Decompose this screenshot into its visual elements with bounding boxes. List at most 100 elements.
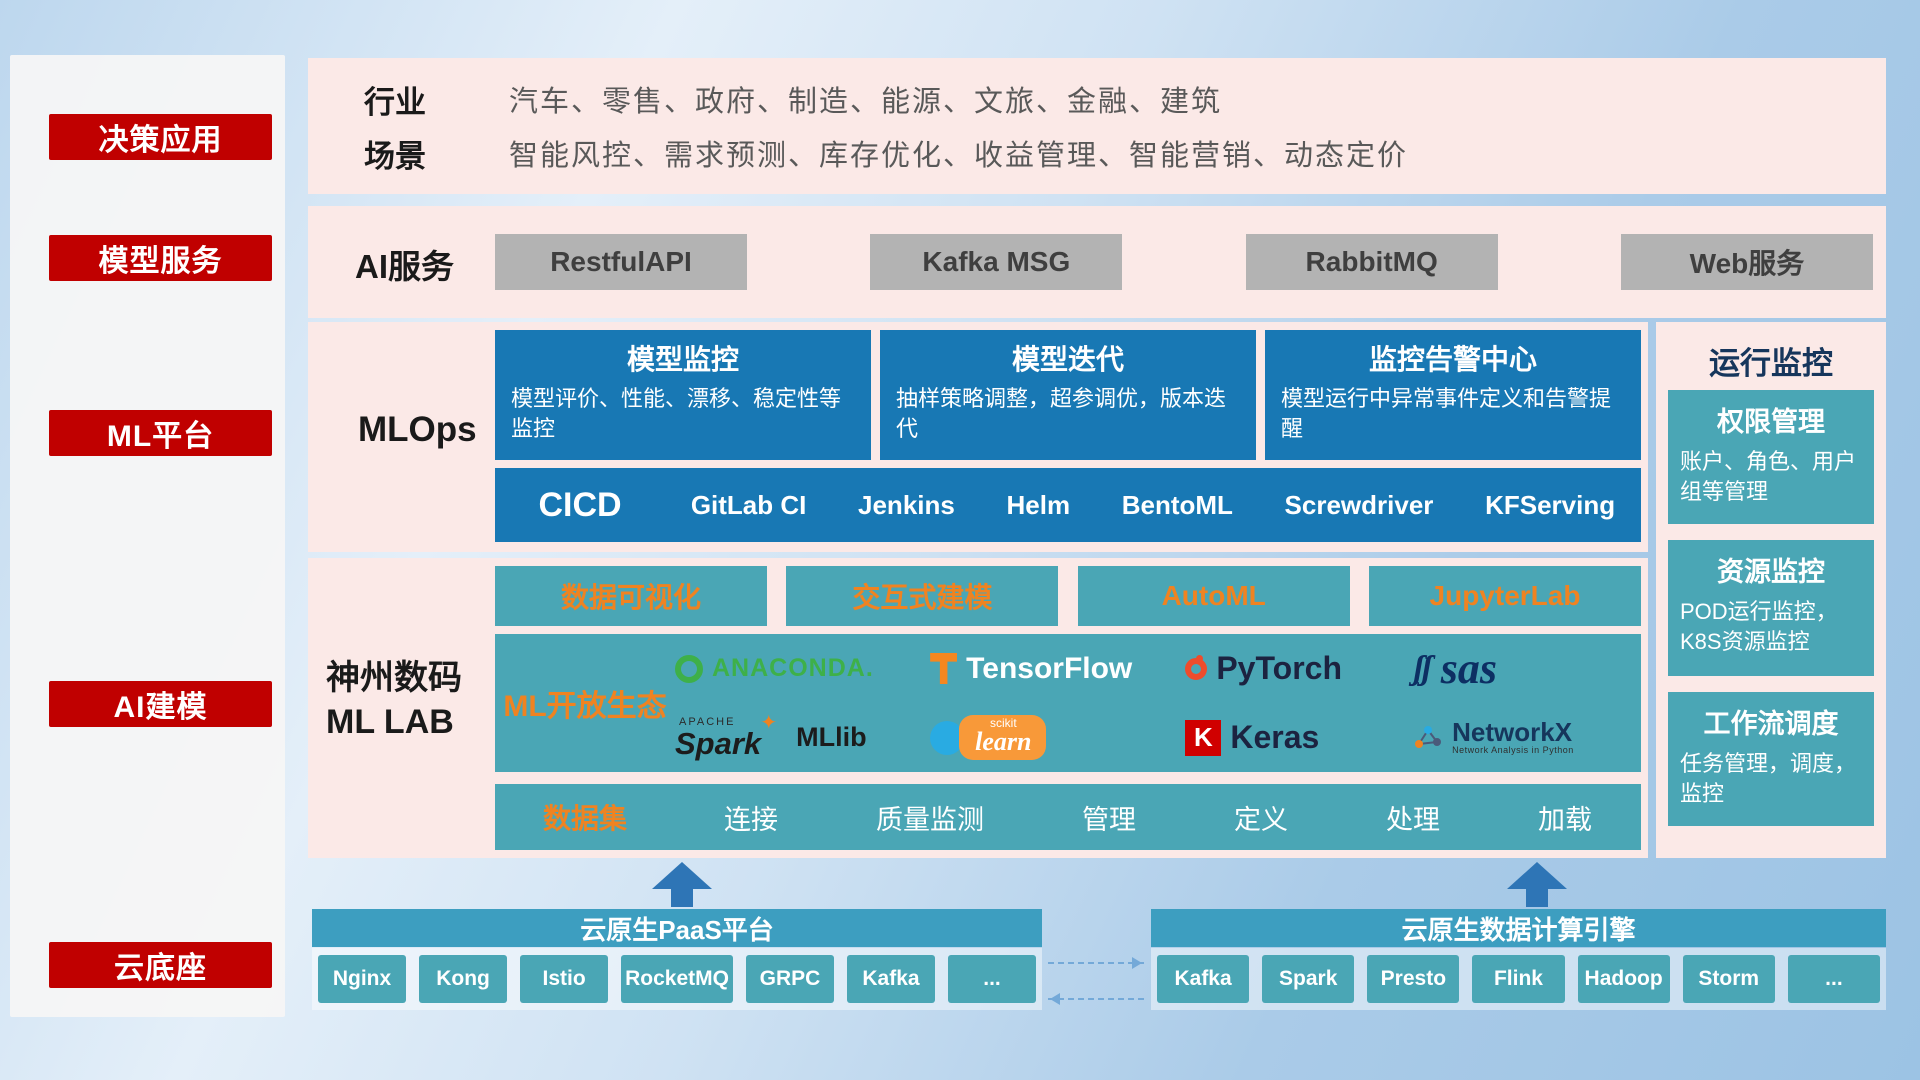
keras-icon: K [1185, 719, 1222, 756]
layer-model-service: 模型服务 [49, 235, 272, 281]
paas-components: Nginx Kong Istio RocketMQ GRPC Kafka ... [318, 955, 1037, 1003]
pytorch-logo: PyTorch [1185, 650, 1413, 687]
card-title: 资源监控 [1717, 557, 1825, 587]
automl-button: AutoML [1077, 566, 1350, 626]
layer-sidebar: 决策应用 模型服务 ML平台 AI建模 云底座 [10, 55, 285, 1017]
card-title: 工作流调度 [1703, 709, 1839, 739]
ml-open-ecosystem-block: ML开放生态 ANACONDA. TensorFlow PyTorch ʃʃ s… [495, 634, 1641, 772]
data-engine-components: Kafka Spark Presto Flink Hadoop Storm ..… [1157, 955, 1880, 1003]
mllab-label-line1: 神州数码 [326, 659, 462, 697]
spark-mllib-logo: APACHE Spark ✦ MLlib [675, 711, 930, 761]
dataset-items: 连接 质量监测 管理 定义 处理 加载 [675, 798, 1641, 837]
networkx-logo: NetworkX Network Analysis in Python [1413, 717, 1641, 756]
card-desc: 抽样策略调整，超参调优，版本迭代 [896, 386, 1227, 441]
mllab-tools-row: 数据可视化 交互式建模 AutoML JupyterLab [495, 566, 1641, 626]
cicd-bar: CICD GitLab CI Jenkins Helm BentoML Scre… [495, 468, 1641, 542]
layer-ml-platform: ML平台 [49, 410, 272, 456]
tensorflow-wordmark: TensorFlow [966, 651, 1133, 685]
mllab-label: 神州数码 ML LAB [326, 656, 462, 744]
dataset-row: 数据集 连接 质量监测 管理 定义 处理 加载 [495, 784, 1641, 850]
cicd-item-bentoml: BentoML [1121, 489, 1233, 520]
scenario-list: 智能风控、需求预测、库存优化、收益管理、智能营销、动态定价 [509, 140, 1409, 172]
model-monitoring-card: 模型监控 模型评价、性能、漂移、稳定性等监控 [495, 330, 871, 460]
dataset-label: 数据集 [542, 803, 627, 834]
dataset-item-define: 定义 [1234, 804, 1288, 835]
anaconda-icon [675, 654, 703, 683]
more-chip: ... [948, 955, 1037, 1003]
spark-wordmark: APACHE Spark ✦ [675, 711, 778, 761]
cicd-items: GitLab CI Jenkins Helm BentoML Screwdriv… [665, 490, 1641, 521]
industry-scenario-band: 行业 汽车、零售、政府、制造、能源、文旅、金融、建筑 场景 智能风控、需求预测、… [308, 58, 1886, 194]
mlops-band: MLOps 模型监控 模型评价、性能、漂移、稳定性等监控 模型迭代 抽样策略调整… [308, 322, 1648, 552]
dataset-item-manage: 管理 [1082, 804, 1136, 835]
engine-to-paas-arrow [1048, 993, 1144, 1005]
keras-logo: K Keras [1185, 719, 1413, 756]
kafka-engine-chip: Kafka [1157, 955, 1250, 1003]
cicd-label: CICD [538, 485, 622, 524]
spark-chip: Spark [1262, 955, 1355, 1003]
industry-label: 行业 [364, 84, 426, 120]
mlops-label: MLOps [358, 410, 477, 449]
data-viz-button: 数据可视化 [495, 566, 767, 626]
networkx-subtitle: Network Analysis in Python [1452, 745, 1574, 756]
spark-star-icon: ✦ [760, 711, 778, 734]
layer-cloud-base: 云底座 [49, 942, 272, 988]
tensorflow-logo: TensorFlow [930, 652, 1185, 686]
istio-chip: Istio [520, 955, 609, 1003]
nginx-chip: Nginx [318, 955, 407, 1003]
engine-more-chip: ... [1787, 955, 1880, 1003]
rabbitmq-button: RabbitMQ [1245, 234, 1498, 290]
mllab-band: 神州数码 ML LAB 数据可视化 交互式建模 AutoML JupyterLa… [308, 558, 1648, 858]
sas-logo: ʃʃ sas [1413, 643, 1641, 694]
card-desc: POD运行监控，K8S资源监控 [1680, 599, 1838, 654]
jupyterlab-button: JupyterLab [1368, 566, 1641, 626]
cicd-item-kfserving: KFServing [1485, 489, 1616, 520]
scikit-circle-icon [930, 720, 965, 755]
cicd-item-screwdriver: Screwdriver [1284, 489, 1434, 520]
alert-center-card: 监控告警中心 模型运行中异常事件定义和告警提醒 [1265, 330, 1641, 460]
apache-text: APACHE [679, 715, 736, 728]
kafka-msg-button: Kafka MSG [870, 234, 1123, 290]
resource-monitor-card: 资源监控 POD运行监控，K8S资源监控 [1668, 540, 1874, 676]
cicd-item-gitlab-ci: GitLab CI [690, 489, 807, 520]
ai-service-buttons: RestfulAPI Kafka MSG RabbitMQ Web服务 [495, 234, 1873, 290]
layer-decision-apps: 决策应用 [49, 114, 272, 160]
presto-chip: Presto [1367, 955, 1460, 1003]
rocketmq-chip: RocketMQ [621, 955, 733, 1003]
tensorflow-icon [930, 653, 958, 684]
eco-logo-grid: ANACONDA. TensorFlow PyTorch ʃʃ sas APAC… [675, 634, 1641, 772]
ai-service-label: AI服务 [355, 248, 454, 285]
scikit-learn-logo: scikit learn [930, 715, 1185, 760]
web-service-button: Web服务 [1620, 234, 1873, 290]
runtime-monitoring-title: 运行监控 [1709, 346, 1833, 381]
networkx-wordmark: NetworkX [1452, 717, 1573, 748]
industry-list: 汽车、零售、政府、制造、能源、文旅、金融、建筑 [509, 86, 1223, 118]
card-title: 监控告警中心 [1368, 344, 1537, 375]
networkx-icon [1415, 726, 1442, 749]
keras-wordmark: Keras [1230, 719, 1320, 755]
paas-to-engine-arrow [1048, 957, 1144, 969]
hadoop-chip: Hadoop [1577, 955, 1670, 1003]
dataset-item-quality: 质量监测 [876, 804, 984, 835]
workflow-scheduler-card: 工作流调度 任务管理，调度，监控 [1668, 692, 1874, 826]
card-desc: 模型评价、性能、漂移、稳定性等监控 [511, 386, 842, 441]
card-desc: 账户、角色、用户组等管理 [1680, 449, 1857, 504]
card-desc: 模型运行中异常事件定义和告警提醒 [1281, 386, 1612, 441]
ai-service-band: AI服务 RestfulAPI Kafka MSG RabbitMQ Web服务 [308, 206, 1886, 318]
paas-up-arrow [652, 862, 712, 907]
sas-icon: ʃʃ [1413, 649, 1432, 687]
sas-wordmark: sas [1440, 644, 1497, 693]
runtime-monitoring-panel: 运行监控 权限管理 账户、角色、用户组等管理 资源监控 POD运行监控，K8S资… [1656, 322, 1886, 858]
cicd-item-jenkins: Jenkins [858, 489, 955, 520]
dataset-item-connect: 连接 [724, 804, 778, 835]
anaconda-wordmark: ANACONDA. [712, 654, 874, 682]
scikit-blob: scikit learn [959, 715, 1046, 760]
kafka-chip: Kafka [846, 955, 936, 1003]
grpc-chip: GRPC [745, 955, 834, 1003]
mllib-wordmark: MLlib [796, 722, 867, 752]
interactive-modeling-button: 交互式建模 [786, 566, 1059, 626]
card-title: 模型迭代 [1011, 344, 1124, 375]
pytorch-icon [1185, 654, 1208, 680]
scenario-label: 场景 [364, 138, 426, 174]
